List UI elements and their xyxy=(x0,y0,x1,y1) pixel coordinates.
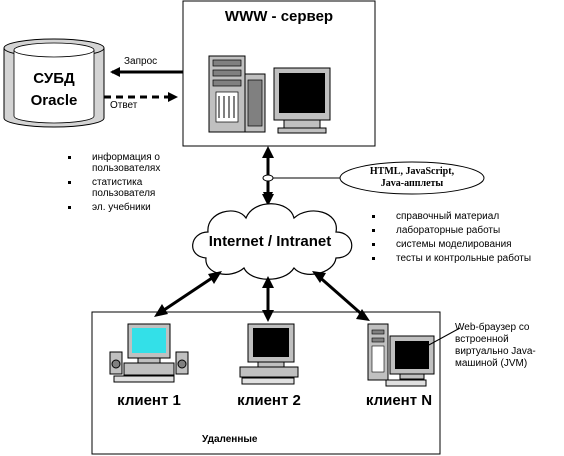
db-info-item: информация о пользователях xyxy=(68,152,188,174)
database-label-line2: Oracle xyxy=(30,92,78,109)
client1-computer-icon xyxy=(109,323,189,383)
clients-group-label: Удаленные xyxy=(202,434,258,445)
server-content-label: HTML, JavaScript, Java-апплеты xyxy=(337,166,487,190)
browser-note: Web-браузер со встроенной виртуально Jav… xyxy=(455,322,563,370)
browser-note-line: Web-браузер со xyxy=(455,322,530,333)
db-info-item: статистика пользователя xyxy=(68,177,188,199)
network-info-item: лабораторные работы xyxy=(372,225,562,236)
browser-note-line: встроенной xyxy=(455,334,509,345)
server-content-line1: HTML, JavaScript, xyxy=(369,166,455,177)
network-label: Internet / Intranet xyxy=(208,233,332,250)
clientN-label: клиент N xyxy=(365,392,433,409)
network-info-list: справочный материал лабораторные работы … xyxy=(372,211,562,267)
network-clientN-arrow xyxy=(315,272,367,320)
server-title: WWW - сервер xyxy=(224,8,334,25)
network-cloud-icon xyxy=(192,203,353,280)
server-tower-icon xyxy=(208,55,266,133)
server-content-ellipse xyxy=(339,161,485,195)
db-info-list: информация о пользователях статистика по… xyxy=(68,152,188,216)
client2-label: клиент 2 xyxy=(237,392,301,409)
server-monitor-icon xyxy=(273,67,331,134)
database-cylinder-icon xyxy=(3,38,105,128)
browser-note-line: виртуально Java- xyxy=(455,346,536,357)
network-client1-arrow xyxy=(157,272,219,316)
browser-note-leader xyxy=(426,327,461,347)
answer-label: Ответ xyxy=(110,100,138,111)
db-info-item: эл. учебники xyxy=(68,202,188,213)
clientN-computer-icon xyxy=(367,323,435,387)
clients-group-box xyxy=(91,311,441,455)
request-label: Запрос xyxy=(124,56,158,67)
server-content-line2: Java-апплеты xyxy=(380,178,444,189)
network-info-item: тесты и контрольные работы xyxy=(372,253,562,264)
client2-computer-icon xyxy=(239,323,299,385)
database-label-line1: СУБД xyxy=(33,70,75,87)
browser-note-line: машиной (JVM) xyxy=(455,358,528,369)
network-info-item: системы моделирования xyxy=(372,239,562,250)
database-label: СУБД Oracle xyxy=(4,68,104,112)
client1-label: клиент 1 xyxy=(117,392,181,409)
network-info-item: справочный материал xyxy=(372,211,562,222)
